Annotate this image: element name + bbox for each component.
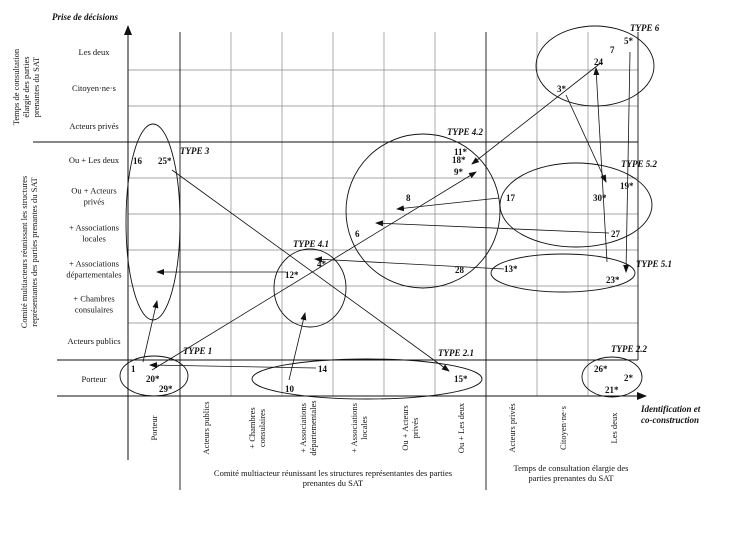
arrow-10-to-4-1 bbox=[288, 312, 307, 381]
y-label-ou-les-deux: Ou + Les deux bbox=[69, 155, 120, 165]
case-c2: 2* bbox=[624, 373, 634, 383]
case-c15: 15* bbox=[454, 374, 468, 384]
y-group-bottom-label: Comité multiacteurs réunissant les struc… bbox=[19, 176, 39, 329]
case-c26: 26* bbox=[594, 364, 608, 374]
x-label-assoc-locales: + Associationslocales bbox=[349, 403, 369, 453]
arrow-13-to-4 bbox=[314, 256, 505, 270]
arrow-1-to-3 bbox=[142, 300, 159, 363]
case-c5: 5* bbox=[624, 36, 634, 46]
case-c8: 8 bbox=[406, 193, 411, 203]
case-c7: 7 bbox=[610, 45, 615, 55]
y-label-les-deux: Les deux bbox=[79, 47, 111, 57]
x-label-ou-acteurs-prives: Ou + Acteursprivés bbox=[400, 405, 420, 450]
ellipse-type-6 bbox=[535, 25, 655, 107]
case-c21: 21* bbox=[605, 385, 619, 395]
x-label-porteur: Porteur bbox=[149, 415, 159, 440]
ellipse-type-5-1 bbox=[490, 253, 636, 293]
label-type-2-1: TYPE 2.1 bbox=[438, 348, 474, 358]
case-c19: 19* bbox=[620, 181, 634, 191]
label-type-6: TYPE 6 bbox=[630, 23, 660, 33]
arrow-17-to-8 bbox=[396, 197, 500, 212]
case-c9: 9* bbox=[454, 167, 464, 177]
label-type-4-2: TYPE 4.2 bbox=[447, 127, 483, 137]
arrow-27-to-6 bbox=[375, 220, 610, 234]
label-type-5-1: TYPE 5.1 bbox=[636, 259, 672, 269]
case-labels: 12*3*4*5*6789*1011*12*13*1415*161718*19*… bbox=[131, 36, 634, 395]
case-c10: 10 bbox=[285, 384, 295, 394]
arrow-7-to-9 bbox=[471, 61, 603, 165]
case-c20: 20* bbox=[146, 374, 160, 384]
y-label-porteur: Porteur bbox=[81, 374, 106, 384]
case-c23: 23* bbox=[606, 275, 620, 285]
case-c1: 1 bbox=[131, 364, 136, 374]
label-type-1: TYPE 1 bbox=[183, 346, 212, 356]
x-label-acteurs-publics: Acteurs publics bbox=[201, 401, 211, 454]
x-label-ou-les-deux: Ou + Les deux bbox=[456, 402, 466, 453]
case-c4: 4* bbox=[317, 259, 327, 269]
x-label-les-deux: Les deux bbox=[609, 412, 619, 444]
case-c14: 14 bbox=[318, 364, 328, 374]
x-axis-title-line-2: co-construction bbox=[641, 415, 699, 425]
y-label-acteurs-publics: Acteurs publics bbox=[67, 336, 120, 346]
case-c17: 17 bbox=[506, 193, 516, 203]
x-axis-title-line-1: Identification et bbox=[640, 404, 701, 414]
label-type-5-2: TYPE 5.2 bbox=[621, 159, 657, 169]
ellipse-type-3 bbox=[125, 123, 181, 321]
case-c16: 16 bbox=[133, 156, 143, 166]
case-c13: 13* bbox=[504, 264, 518, 274]
ellipse-type-5-2 bbox=[499, 162, 653, 248]
arrow-25-to-15 bbox=[171, 169, 450, 372]
case-c18: 18* bbox=[452, 155, 466, 165]
grid-lines bbox=[128, 32, 638, 396]
arrow-20-to-9 bbox=[151, 171, 477, 371]
y-label-citoyens: Citoyen·ne·s bbox=[72, 83, 116, 93]
label-type-4-1: TYPE 4.1 bbox=[293, 239, 329, 249]
case-c28: 28 bbox=[455, 265, 465, 275]
y-label-acteurs-prives: Acteurs privés bbox=[69, 121, 118, 131]
x-axis-col-labels: Porteur Acteurs publics + Chambresconsulai… bbox=[149, 400, 619, 455]
case-c29: 29* bbox=[159, 384, 173, 394]
arrow-23-to-24 bbox=[593, 67, 608, 263]
trajectory-arrows bbox=[142, 51, 631, 381]
ellipse-type-4-1 bbox=[273, 248, 347, 328]
x-group-bottom-label: Comité multiacteur réunissant les struct… bbox=[214, 468, 452, 488]
case-c27: 27 bbox=[611, 229, 621, 239]
case-c11: 11* bbox=[454, 147, 468, 157]
x-label-acteurs-prives: Acteurs privés bbox=[507, 403, 517, 452]
x-label-chambres: + Chambresconsulaires bbox=[247, 407, 267, 448]
case-c3: 3* bbox=[557, 84, 567, 94]
ellipse-type-2-1 bbox=[251, 358, 483, 400]
case-c12: 12* bbox=[285, 270, 299, 280]
ellipse-type-1 bbox=[119, 355, 189, 397]
ellipse-type-2-2 bbox=[581, 356, 643, 398]
x-label-assoc-dep: + Associationsdépartementales bbox=[298, 400, 318, 455]
case-c25: 25* bbox=[158, 156, 172, 166]
x-label-citoyens: Citoyen·ne·s bbox=[558, 406, 568, 450]
arrow-3-to-30 bbox=[565, 94, 607, 183]
arrow-14-to-1 bbox=[149, 362, 317, 369]
group-labels: Temps de consultationélargie des parties… bbox=[11, 48, 628, 488]
label-type-2-2: TYPE 2.2 bbox=[611, 344, 647, 354]
ellipse-type-4-2 bbox=[345, 133, 501, 289]
y-group-top-label: Temps de consultationélargie des parties… bbox=[11, 48, 41, 125]
type-ellipses bbox=[119, 25, 655, 400]
arrow-5-to-23 bbox=[623, 51, 631, 273]
case-c24: 24 bbox=[594, 57, 604, 67]
case-c6: 6 bbox=[355, 229, 360, 239]
label-type-3: TYPE 3 bbox=[180, 146, 210, 156]
case-c30: 30* bbox=[593, 193, 607, 203]
y-axis-title: Prise de décisions bbox=[52, 12, 118, 22]
group-separators bbox=[33, 32, 639, 490]
